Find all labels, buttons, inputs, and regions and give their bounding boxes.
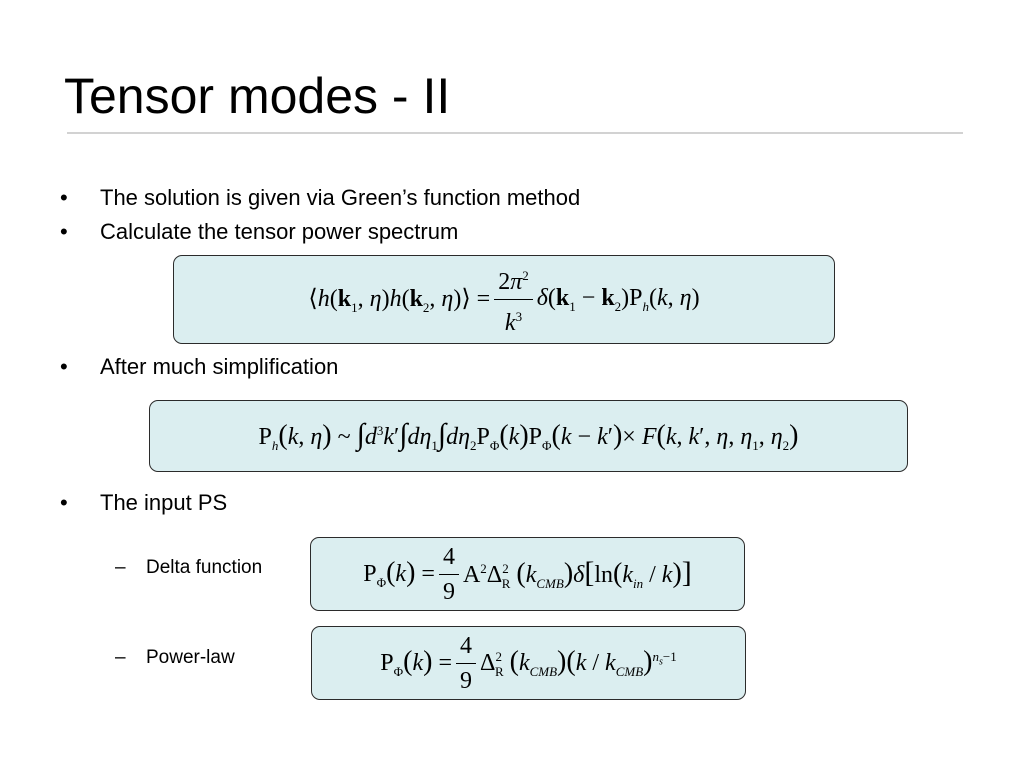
bullet-marker: • [60, 185, 68, 210]
bullet-marker: • [60, 490, 68, 515]
sub-bullet-marker: – [115, 557, 126, 578]
equation-simplified-integral: Ph(k, η) ~ ∫d3k′∫dη1∫dη2PΦ(k)PΦ(k − k′)×… [149, 400, 908, 472]
title-divider [67, 132, 963, 134]
sub-bullet-marker: – [115, 647, 126, 668]
sub-bullet-text: Delta function [146, 557, 263, 578]
bullet-item: • The input PS [60, 490, 227, 516]
sub-bullet-item: –Power-law [115, 646, 235, 670]
bullet-item: • After much simplification [60, 354, 338, 380]
slide-title: Tensor modes - II [64, 68, 451, 124]
bullet-marker: • [60, 354, 68, 379]
bullet-text: Calculate the tensor power spectrum [100, 219, 459, 244]
bullet-text: The input PS [100, 490, 228, 515]
sub-bullet-text: Power-law [146, 647, 235, 668]
bullet-text: After much simplification [100, 354, 339, 379]
bullet-marker: • [60, 219, 68, 244]
sub-bullet-item: –Delta function [115, 556, 262, 580]
bullet-text: The solution is given via Green’s functi… [100, 185, 581, 210]
bullet-item: • Calculate the tensor power spectrum [60, 219, 458, 245]
bullet-item: • The solution is given via Green’s funct… [60, 185, 580, 211]
